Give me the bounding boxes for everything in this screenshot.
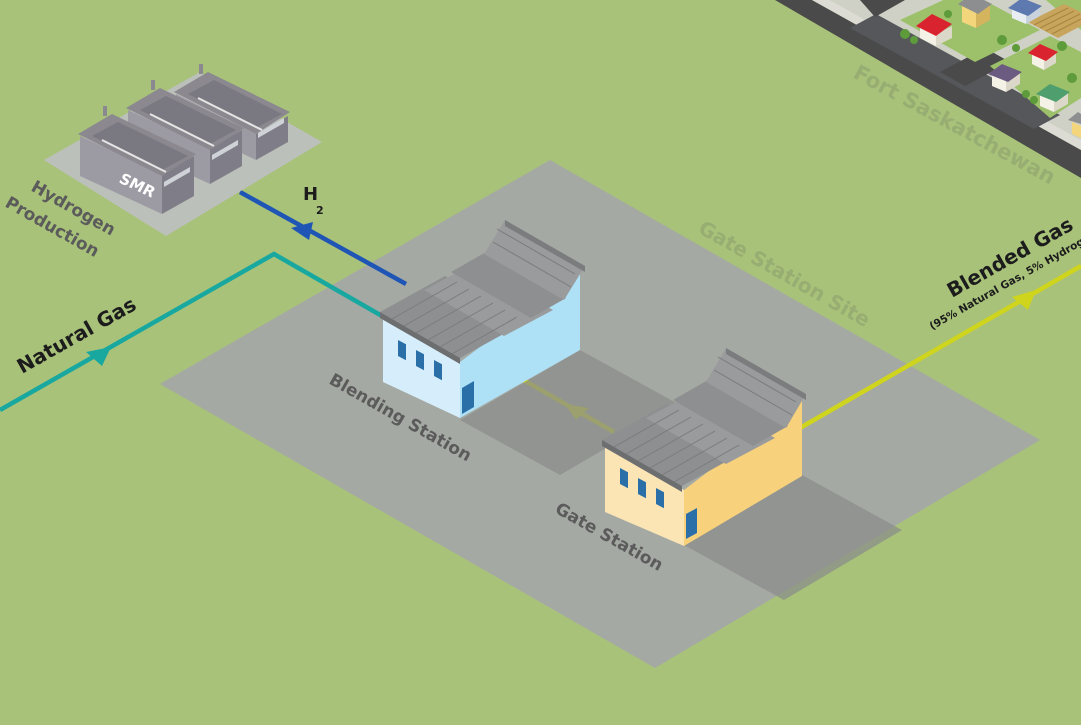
hydrogen-pipeline (238, 190, 408, 286)
house-yellow (958, 0, 992, 28)
natural-gas-pipeline (0, 251, 384, 412)
town-field (1028, 4, 1081, 38)
h2-label: H 2 (303, 184, 324, 217)
smr-building: SMR (78, 106, 196, 214)
gate-station-side-wall (684, 400, 802, 546)
house-red-2 (1028, 44, 1058, 70)
natural-gas-flow-arrow (86, 347, 111, 366)
blending-station-shadow (460, 350, 680, 475)
window (656, 488, 664, 509)
window (416, 349, 424, 371)
gate-station-door (686, 508, 697, 539)
blended-outbound-flow-arrow (1012, 290, 1036, 310)
h2-label-subscript: 2 (316, 204, 324, 217)
town-cross-road (940, 48, 1010, 86)
window (620, 468, 628, 489)
house-green (1036, 84, 1070, 112)
h2-label-main: H (303, 184, 318, 205)
hydrogen-production-facility: SMR Hydrogen Production (2, 64, 322, 262)
gate-station-shadow (684, 475, 902, 600)
house-purple (988, 64, 1022, 92)
house-blue (1008, 0, 1042, 24)
blending-station-door (462, 381, 474, 414)
town-trees (900, 10, 1077, 104)
window (434, 360, 442, 381)
blending-station-building (380, 220, 680, 475)
window (638, 478, 646, 499)
town-main-road (775, 0, 1081, 178)
hydrogen-flow-arrow (291, 222, 313, 240)
gate-station-building (602, 348, 902, 600)
town-fort-saskatchewan: Fort Saskatchewan (775, 0, 1081, 189)
house-red (916, 14, 952, 46)
window (398, 340, 406, 361)
house-yellow-2 (1068, 112, 1081, 138)
town-road-top (860, 0, 905, 17)
